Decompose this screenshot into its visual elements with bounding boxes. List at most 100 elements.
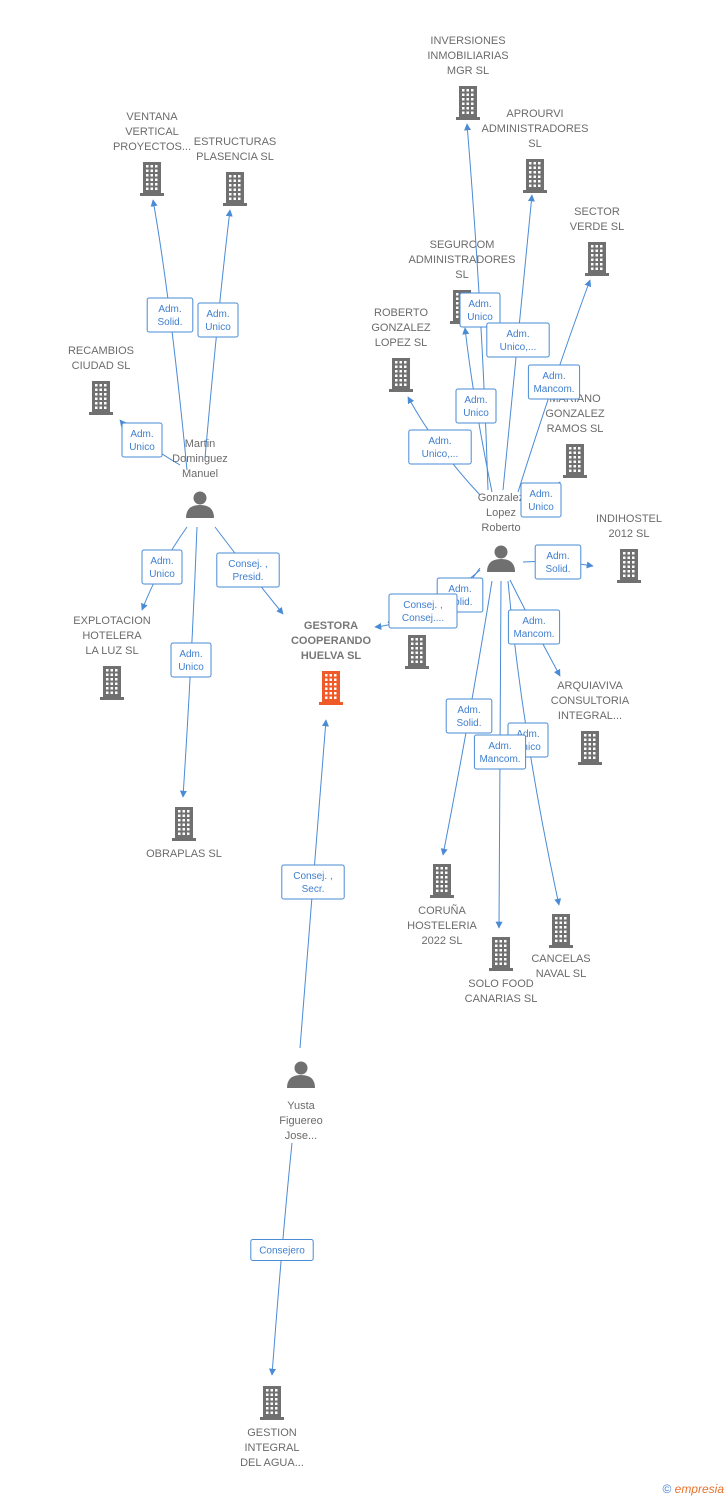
node-label: CONSULTORIA bbox=[551, 695, 630, 707]
role-box[interactable] bbox=[281, 864, 345, 900]
role-box[interactable] bbox=[473, 734, 527, 770]
building-icon[interactable] bbox=[223, 172, 247, 206]
building-icon[interactable] bbox=[456, 86, 480, 120]
role-box[interactable] bbox=[216, 552, 280, 588]
role-text: Adm. bbox=[428, 436, 451, 447]
role-text: Adm. bbox=[179, 649, 202, 660]
role-label[interactable]: Consej. ,Secr. bbox=[281, 864, 345, 900]
role-label[interactable]: Consej. ,Presid. bbox=[216, 552, 280, 588]
node-mariano[interactable]: MARIANOGONZALEZRAMOS SL bbox=[545, 393, 605, 478]
node-label: SECTOR bbox=[574, 206, 620, 218]
node-label: Jose... bbox=[285, 1130, 317, 1142]
role-box[interactable] bbox=[520, 482, 562, 518]
building-icon[interactable] bbox=[549, 914, 573, 948]
node-label: 2012 SL bbox=[609, 528, 650, 540]
role-box[interactable] bbox=[141, 549, 183, 585]
role-box[interactable] bbox=[388, 593, 458, 629]
node-label: SOLO FOOD bbox=[468, 978, 533, 990]
role-label[interactable]: Adm.Solid. bbox=[445, 698, 493, 734]
role-box[interactable] bbox=[250, 1239, 314, 1261]
role-label[interactable]: Adm.Unico bbox=[121, 422, 163, 458]
building-icon[interactable] bbox=[489, 937, 513, 971]
role-label[interactable]: Adm.Unico bbox=[141, 549, 183, 585]
node-label: GESTION bbox=[247, 1427, 297, 1439]
role-box[interactable] bbox=[507, 609, 561, 645]
role-box[interactable] bbox=[408, 429, 472, 465]
role-text: Solid. bbox=[447, 597, 472, 608]
role-box[interactable] bbox=[121, 422, 163, 458]
node-label: DEL AGUA... bbox=[240, 1457, 304, 1469]
role-text: Unico bbox=[178, 662, 204, 673]
building-icon[interactable] bbox=[389, 358, 413, 392]
role-label[interactable]: Adm.Mancom. bbox=[473, 734, 527, 770]
building-icon[interactable] bbox=[100, 666, 124, 700]
building-icon[interactable] bbox=[578, 731, 602, 765]
role-box[interactable] bbox=[459, 292, 501, 328]
person-icon[interactable] bbox=[186, 491, 214, 519]
building-icon[interactable] bbox=[430, 864, 454, 898]
role-text: Unico,... bbox=[422, 449, 459, 460]
role-label[interactable]: Adm.Unico bbox=[197, 302, 239, 338]
role-label[interactable]: Consejero bbox=[250, 1239, 314, 1261]
role-label[interactable]: Adm.Solid. bbox=[534, 544, 582, 580]
building-icon[interactable] bbox=[585, 242, 609, 276]
node-label: SEGURCOM bbox=[430, 239, 495, 251]
role-text: Unico bbox=[205, 322, 231, 333]
role-box[interactable] bbox=[170, 642, 212, 678]
role-box[interactable] bbox=[534, 544, 582, 580]
building-icon[interactable] bbox=[405, 635, 429, 669]
building-icon[interactable] bbox=[523, 159, 547, 193]
node-yusta[interactable]: YustaFiguereoJose... bbox=[279, 1061, 323, 1143]
role-label[interactable]: Adm. Unico bbox=[170, 642, 212, 678]
role-label[interactable]: Adm. Unico,... bbox=[408, 429, 472, 465]
building-icon[interactable] bbox=[617, 549, 641, 583]
node-label: Lopez bbox=[486, 507, 516, 519]
role-box[interactable] bbox=[455, 388, 497, 424]
role-label[interactable]: Adm.Solid. bbox=[146, 297, 194, 333]
building-icon[interactable] bbox=[172, 807, 196, 841]
role-label[interactable]: Adm.Mancom. bbox=[507, 609, 561, 645]
role-text: Mancom. bbox=[513, 629, 554, 640]
node-ventana[interactable]: VENTANAVERTICALPROYECTOS... bbox=[113, 111, 191, 196]
node-obraplas[interactable]: OBRAPLAS SL bbox=[146, 807, 222, 860]
building-icon[interactable] bbox=[563, 444, 587, 478]
role-box[interactable] bbox=[197, 302, 239, 338]
role-label[interactable]: Adm.Unico,... bbox=[486, 322, 550, 358]
role-label[interactable]: Adm.Unico bbox=[459, 292, 501, 328]
role-box[interactable] bbox=[146, 297, 194, 333]
brand-logo-text[interactable]: empresia bbox=[674, 1482, 724, 1496]
role-text: Adm. bbox=[468, 299, 491, 310]
focus-building-icon[interactable] bbox=[319, 671, 343, 705]
role-text: Adm. bbox=[130, 429, 153, 440]
role-box[interactable] bbox=[486, 322, 550, 358]
role-label[interactable]: Adm.Mancom. bbox=[527, 364, 581, 400]
role-box[interactable] bbox=[527, 364, 581, 400]
role-label[interactable]: Adm.Unico bbox=[455, 388, 497, 424]
role-label[interactable]: Adm.Unico bbox=[520, 482, 562, 518]
building-icon[interactable] bbox=[260, 1386, 284, 1420]
role-box[interactable] bbox=[445, 698, 493, 734]
building-icon[interactable] bbox=[89, 381, 113, 415]
node-label: Roberto bbox=[481, 522, 520, 534]
building-icon[interactable] bbox=[140, 162, 164, 196]
node-arquiaviva[interactable]: ARQUIAVIVACONSULTORIAINTEGRAL... bbox=[551, 680, 630, 765]
person-icon[interactable] bbox=[487, 545, 515, 573]
person-icon[interactable] bbox=[287, 1061, 315, 1089]
role-label[interactable]: Consej. ,Consej.... bbox=[388, 593, 458, 629]
